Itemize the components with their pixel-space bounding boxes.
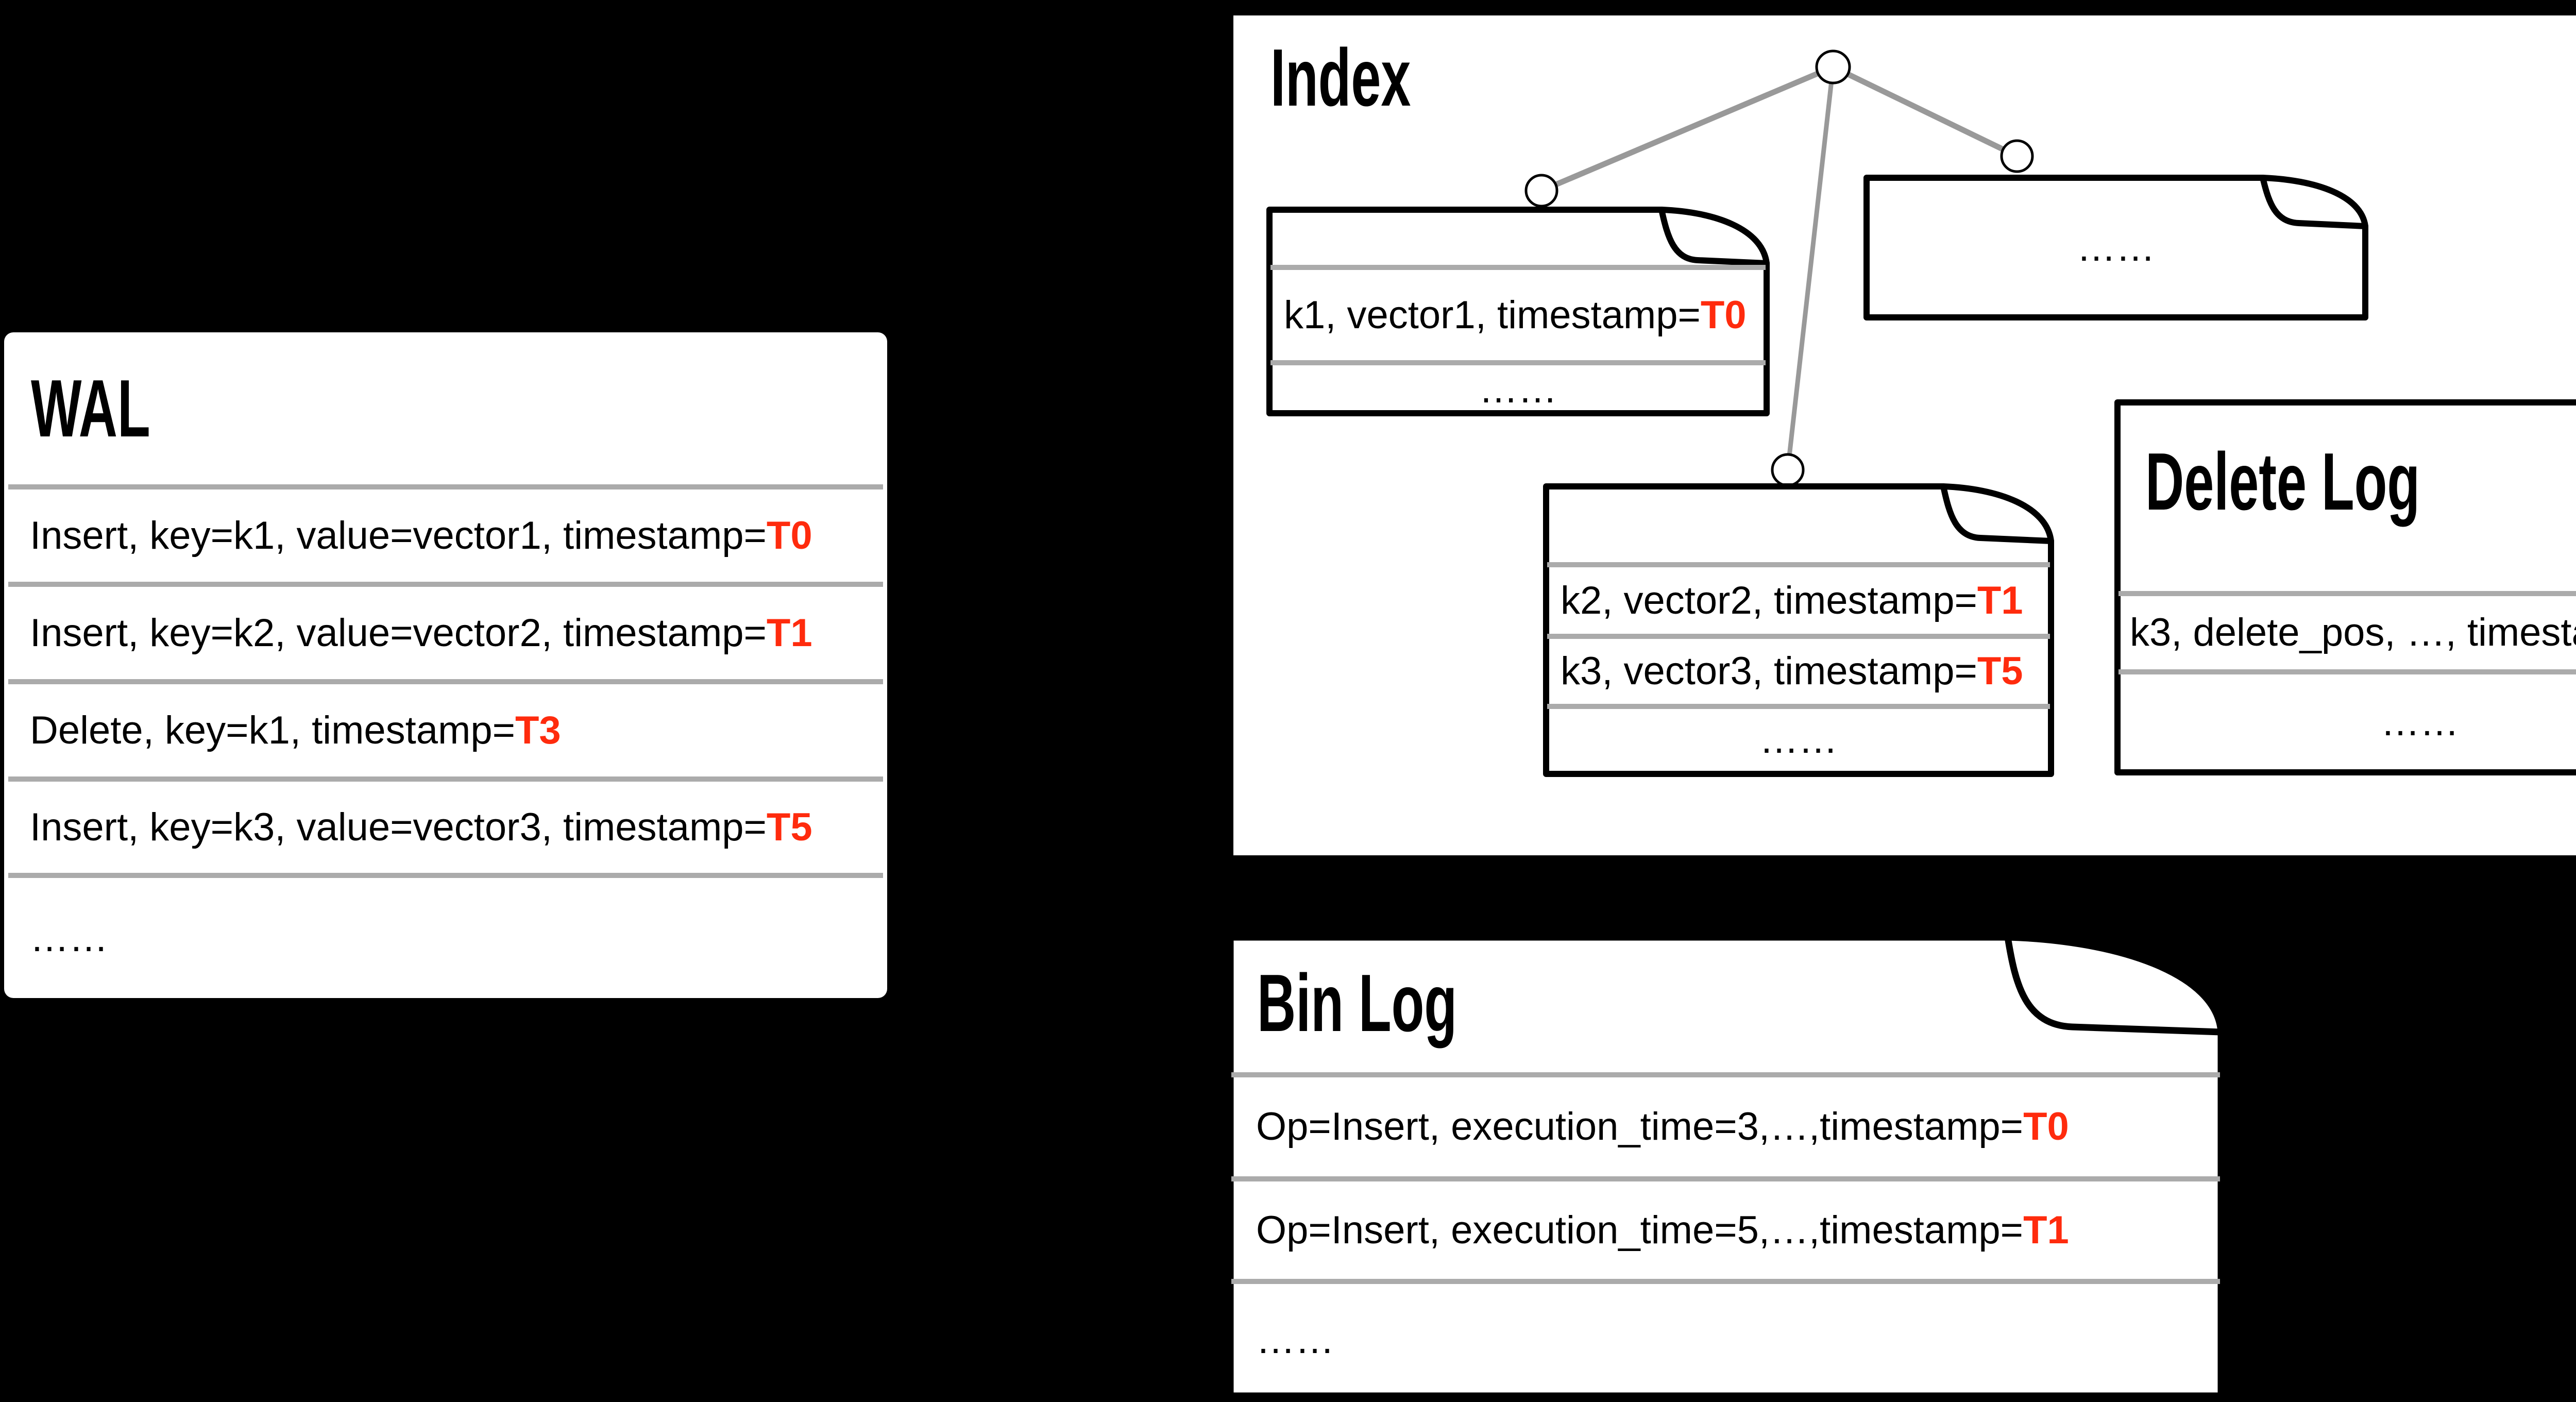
page-fold-icon bbox=[1940, 483, 2054, 544]
row-separator bbox=[1231, 1072, 2220, 1077]
delete-log-title: Delete Log bbox=[2145, 436, 2420, 527]
segment-row: k1, vector1, timestamp=T0 bbox=[1266, 270, 1770, 360]
wal-title: WAL bbox=[31, 363, 150, 454]
tree-node-icon bbox=[1771, 453, 1805, 487]
wal-title-block: WAL bbox=[4, 332, 887, 484]
segment-row-text: …… bbox=[1759, 718, 1838, 762]
wal-row: Delete, key=k1, timestamp=T3 bbox=[4, 684, 887, 776]
bin-log-title: Bin Log bbox=[1257, 958, 1458, 1049]
row-separator bbox=[1231, 1279, 2220, 1284]
delete-log-row: …… bbox=[2114, 674, 2576, 770]
bin-log-row: Op=Insert, execution_time=3,…,timestamp=… bbox=[1227, 1077, 2224, 1176]
wal-row-text: Insert, key=k1, value=vector1, timestamp… bbox=[30, 513, 767, 558]
bin-log-row: …… bbox=[1227, 1284, 2224, 1396]
timestamp-value: T0 bbox=[766, 513, 812, 558]
tree-node-icon bbox=[2000, 139, 2034, 173]
page-shape bbox=[1543, 483, 2054, 777]
page-fold-icon bbox=[1658, 207, 1770, 266]
row-separator bbox=[1547, 704, 2050, 709]
page-shape bbox=[2114, 399, 2576, 775]
wal-row: Insert, key=k3, value=vector3, timestamp… bbox=[4, 782, 887, 873]
page-shape bbox=[1863, 175, 2368, 320]
tree-edge bbox=[1785, 66, 1836, 470]
wal-row-text: …… bbox=[30, 916, 108, 960]
wal-row: Insert, key=k2, value=vector2, timestamp… bbox=[4, 587, 887, 679]
index-title-block: Index bbox=[1270, 30, 1483, 125]
bin-log-title-block: Bin Log bbox=[1227, 934, 2224, 1072]
delete-log-row-text: …… bbox=[2381, 700, 2459, 744]
index-title: Index bbox=[1270, 32, 1411, 123]
wal-row: Insert, key=k1, value=vector1, timestamp… bbox=[4, 489, 887, 582]
bin-log-page: Bin Log Op=Insert, execution_time=3,…,ti… bbox=[1227, 934, 2224, 1399]
timestamp-value: T5 bbox=[766, 805, 812, 849]
segment-row: …… bbox=[1543, 709, 2054, 771]
index-segment-page-2: …… bbox=[1863, 175, 2368, 320]
segment-row: …… bbox=[1863, 175, 2368, 320]
row-separator bbox=[1270, 265, 1766, 270]
row-separator bbox=[2119, 591, 2576, 596]
index-panel: Index k1, vector1, timestamp=T0 …… bbox=[1233, 15, 2576, 855]
row-separator bbox=[1547, 634, 2050, 639]
row-separator bbox=[1231, 1176, 2220, 1181]
segment-row: …… bbox=[1266, 365, 1770, 413]
row-separator bbox=[8, 776, 883, 782]
bin-log-row-text: Op=Insert, execution_time=3,…,timestamp= bbox=[1256, 1105, 2024, 1148]
bin-log-row-text: …… bbox=[1256, 1317, 1334, 1362]
segment-row: k2, vector2, timestamp=T1 bbox=[1543, 567, 2054, 634]
tree-node-icon bbox=[1524, 174, 1558, 208]
row-separator bbox=[2119, 669, 2576, 674]
segment-row-text: k2, vector2, timestamp= bbox=[1561, 578, 1977, 622]
delete-log-row: k3, delete_pos, …, timestamp=T3 bbox=[2114, 596, 2576, 669]
page-fold-icon bbox=[2260, 175, 2368, 229]
timestamp-value: T0 bbox=[1700, 293, 1747, 337]
bin-log-row-text: Op=Insert, execution_time=5,…,timestamp= bbox=[1256, 1208, 2024, 1252]
wal-row: …… bbox=[4, 878, 887, 998]
bin-log-row: Op=Insert, execution_time=5,…,timestamp=… bbox=[1227, 1181, 2224, 1279]
timestamp-value: T1 bbox=[1977, 578, 2023, 622]
segment-row-text: …… bbox=[1479, 367, 1557, 411]
row-separator bbox=[1270, 360, 1766, 365]
index-segment-page-3: k2, vector2, timestamp=T1 k3, vector3, t… bbox=[1543, 483, 2054, 777]
wal-row-text: Delete, key=k1, timestamp= bbox=[30, 708, 515, 752]
timestamp-value: T5 bbox=[1977, 649, 2023, 693]
row-separator bbox=[1547, 562, 2050, 567]
wal-row-text: Insert, key=k2, value=vector2, timestamp… bbox=[30, 611, 767, 655]
delete-log-title-block: Delete Log bbox=[2114, 399, 2576, 564]
page-outline bbox=[2114, 399, 2576, 775]
timestamp-value: T3 bbox=[515, 708, 561, 752]
index-tree-icon bbox=[1524, 49, 2034, 487]
delete-log-row-text: k3, delete_pos, …, timestamp= bbox=[2130, 611, 2576, 654]
tree-edge bbox=[1540, 64, 1835, 194]
timestamp-value: T1 bbox=[2023, 1208, 2069, 1252]
timestamp-value: T1 bbox=[766, 611, 812, 655]
segment-row-text: k1, vector1, timestamp= bbox=[1284, 293, 1701, 337]
segment-row: k3, vector3, timestamp=T5 bbox=[1543, 639, 2054, 704]
timestamp-value: T0 bbox=[2023, 1105, 2069, 1148]
segment-row-text: k3, vector3, timestamp= bbox=[1561, 649, 1977, 693]
wal-row-text: Insert, key=k3, value=vector3, timestamp… bbox=[30, 805, 767, 849]
tree-node-icon bbox=[1815, 49, 1851, 85]
page-fold-icon bbox=[2004, 934, 2224, 1036]
row-separator bbox=[8, 484, 883, 489]
segment-row-text: …… bbox=[2077, 225, 2155, 269]
wal-panel: WAL Insert, key=k1, value=vector1, times… bbox=[4, 332, 887, 998]
tree-edge bbox=[1832, 64, 2019, 159]
row-separator bbox=[8, 873, 883, 878]
delete-log-page: Delete Log k3, delete_pos, …, timestamp=… bbox=[2114, 399, 2576, 775]
index-segment-page-1: k1, vector1, timestamp=T0 …… bbox=[1266, 207, 1770, 416]
row-separator bbox=[8, 582, 883, 587]
row-separator bbox=[8, 679, 883, 684]
